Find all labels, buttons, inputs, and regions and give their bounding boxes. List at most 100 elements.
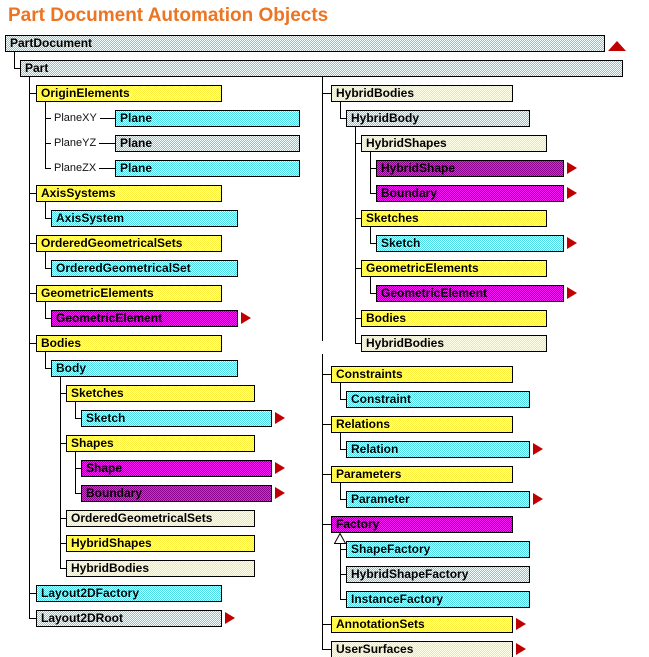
connector-trunk [370,152,371,193]
connector-trunk [340,483,341,499]
connector-branch [355,143,361,144]
connector-branch [29,93,36,94]
node-instancefactory[interactable]: InstanceFactory [346,591,530,608]
node-parameters[interactable]: Parameters [331,466,513,483]
node-sketch[interactable]: Sketch [81,410,272,427]
via-label-plane-zx: PlaneZX [51,161,100,176]
layout2droot-link-arrow-icon[interactable] [225,612,235,624]
node-shapefactory[interactable]: ShapeFactory [346,541,530,558]
connector-trunk [340,544,341,599]
node-plane-zx[interactable]: Plane [115,160,300,177]
node-parameter[interactable]: Parameter [346,491,530,508]
node-partdocument[interactable]: PartDocument [5,35,605,52]
parameter-link-arrow-icon[interactable] [533,493,543,505]
connector-trunk [340,102,341,118]
annotationsets-link-arrow-icon[interactable] [516,618,526,630]
node-hybridshapes[interactable]: HybridShapes [66,535,255,552]
node-geometricelements[interactable]: GeometricElements [36,285,222,302]
node-factory[interactable]: Factory [331,516,513,533]
node-layout2droot[interactable]: Layout2DRoot [36,610,222,627]
connector-trunk [60,377,61,568]
boundary-r-link-arrow-icon[interactable] [567,187,577,199]
sketch-r-link-arrow-icon[interactable] [567,237,577,249]
connector-branch [370,168,376,169]
connector-branch [60,393,66,394]
node-orderedgeometricalset[interactable]: OrderedGeometricalSet [51,260,238,277]
node-geometricelement[interactable]: GeometricElement [51,310,238,327]
node-plane-yz[interactable]: Plane [115,135,300,152]
connector-trunk [14,52,15,68]
relation-link-arrow-icon[interactable] [533,443,543,455]
connector-trunk [45,102,46,168]
node-constraint[interactable]: Constraint [346,391,530,408]
node-boundary[interactable]: Boundary [81,485,272,502]
node-orderedgeometricalsets[interactable]: OrderedGeometricalSets [36,235,222,252]
node-layout2dfactory[interactable]: Layout2DFactory [36,585,222,602]
node-usersurfaces[interactable]: UserSurfaces [331,641,513,657]
connector-branch [322,624,331,625]
node-bodies-r[interactable]: Bodies [361,310,547,327]
node-annotationsets[interactable]: AnnotationSets [331,616,513,633]
node-sketches-r[interactable]: Sketches [361,210,547,227]
node-geometricelements-r[interactable]: GeometricElements [361,260,547,277]
connector-branch [340,399,346,400]
node-axissystems[interactable]: AxisSystems [36,185,222,202]
node-hybridshapefactory[interactable]: HybridShapeFactory [346,566,530,583]
connector-branch [45,268,51,269]
node-part[interactable]: Part [20,60,623,77]
node-axissystem[interactable]: AxisSystem [51,210,238,227]
node-boundary-r[interactable]: Boundary [376,185,564,202]
connector-branch [370,243,376,244]
node-hybridbody[interactable]: HybridBody [346,110,530,127]
connector-branch [29,618,36,619]
connector-branch [29,193,36,194]
connector-trunk [355,127,356,343]
usersurfaces-link-arrow-icon[interactable] [516,643,526,655]
boundary-link-arrow-icon[interactable] [275,487,285,499]
node-constraints[interactable]: Constraints [331,366,513,383]
connector-branch [355,268,361,269]
connector-branch [355,318,361,319]
node-hybridshape[interactable]: HybridShape [376,160,564,177]
sketch-link-arrow-icon[interactable] [275,412,285,424]
connector-trunk [340,383,341,399]
connector-branch [75,418,81,419]
node-hybridshapes-r[interactable]: HybridShapes [361,135,547,152]
shape-link-arrow-icon[interactable] [275,462,285,474]
page-title: Part Document Automation Objects [8,5,329,26]
node-relation[interactable]: Relation [346,441,530,458]
connector-branch [75,468,81,469]
connector-trunk [45,352,46,368]
node-hybridbodies-r2[interactable]: HybridBodies [361,335,547,352]
connector-trunk [45,302,46,318]
node-body[interactable]: Body [51,360,238,377]
node-shape[interactable]: Shape [81,460,272,477]
geometricelement-r-link-arrow-icon[interactable] [567,287,577,299]
node-orderedgeometricalsets-2[interactable]: OrderedGeometricalSets [66,510,255,527]
node-originelements[interactable]: OriginElements [36,85,222,102]
connector-trunk [75,402,76,418]
node-sketch-r[interactable]: Sketch [376,235,564,252]
connector-trunk [29,77,30,618]
node-geometricelement-r[interactable]: GeometricElement [376,285,564,302]
node-relations[interactable]: Relations [331,416,513,433]
connector-branch [29,293,36,294]
connector-branch [322,424,331,425]
connector-branch [45,318,51,319]
node-bodies[interactable]: Bodies [36,335,222,352]
node-sketches[interactable]: Sketches [66,385,255,402]
node-shapes[interactable]: Shapes [66,435,255,452]
partdocument-up-link-arrow-icon[interactable] [608,41,626,51]
node-hybridbodies[interactable]: HybridBodies [66,560,255,577]
connector-branch [29,593,36,594]
geometricelement-link-arrow-icon[interactable] [241,312,251,324]
node-hybridbodies-r[interactable]: HybridBodies [331,85,513,102]
connector-branch [322,649,331,650]
connector-branch [322,524,331,525]
connector-branch [60,543,66,544]
hybridshape-link-arrow-icon[interactable] [567,162,577,174]
connector-branch [340,499,346,500]
connector-trunk [370,227,371,243]
node-plane-xy[interactable]: Plane [115,110,300,127]
